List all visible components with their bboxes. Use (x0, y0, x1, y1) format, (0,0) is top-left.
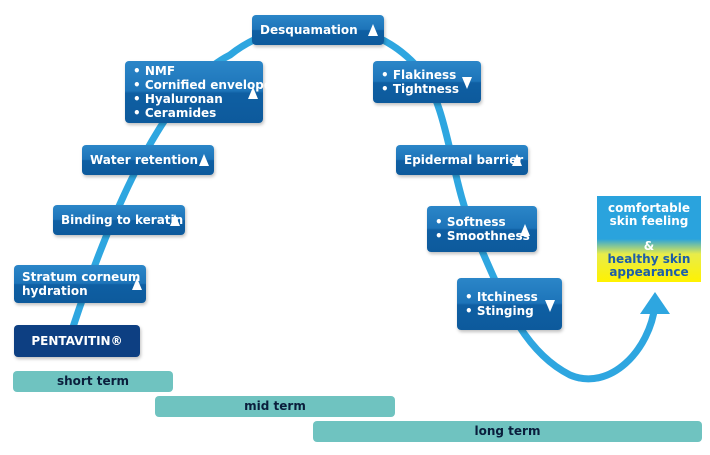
list-item: Stinging (465, 304, 538, 318)
result-line: appearance (609, 265, 689, 279)
list-item: Ceramides (133, 106, 272, 120)
up-arrow-icon (520, 224, 530, 236)
down-arrow-icon (545, 300, 555, 312)
step-desquamation: Desquamation (252, 15, 384, 45)
step-flakiness: Flakiness Tightness (373, 61, 481, 103)
timeline-short-term: short term (13, 371, 173, 392)
up-arrow-icon (368, 24, 378, 36)
result-bottom: & healthy skin appearance (597, 239, 701, 282)
step-itchiness: Itchiness Stinging (457, 278, 562, 330)
list-item: Cornified envelope (133, 78, 272, 92)
pentavitin-box: PENTAVITIN® (14, 325, 140, 357)
step-softness: Softness Smoothness (427, 206, 537, 252)
up-arrow-icon (248, 87, 258, 99)
down-arrow-icon (462, 77, 472, 89)
pentavitin-label: PENTAVITIN® (31, 334, 123, 348)
up-arrow-icon (132, 278, 142, 290)
result-top: comfortable skin feeling (597, 196, 701, 243)
result-line: skin feeling (609, 214, 689, 228)
list-item: Flakiness (381, 68, 459, 82)
timeline-long-term: long term (313, 421, 702, 442)
step-list: NMF Cornified envelope Hyaluronan Cerami… (133, 64, 272, 120)
step-nmf-list: NMF Cornified envelope Hyaluronan Cerami… (125, 61, 272, 123)
result-line: comfortable (608, 201, 690, 215)
step-epidermal-barrier: Epidermal barrier (396, 145, 528, 175)
up-arrow-icon (512, 154, 522, 166)
list-item: Tightness (381, 82, 459, 96)
up-arrow-icon (170, 214, 180, 226)
result-box: comfortable skin feeling & healthy skin … (597, 196, 701, 282)
step-list: Flakiness Tightness (381, 68, 459, 96)
list-item: Hyaluronan (133, 92, 272, 106)
list-item: Itchiness (465, 290, 538, 304)
step-stratum-hydration: Stratum corneum hydration (14, 265, 146, 303)
step-label: Stratum corneum hydration (22, 270, 141, 298)
list-item: Softness (435, 215, 530, 229)
step-water-retention: Water retention (82, 145, 214, 175)
step-label: Binding to keratin (61, 213, 184, 227)
up-arrow-icon (199, 154, 209, 166)
step-binding-keratin: Binding to keratin (53, 205, 185, 235)
step-label: Desquamation (260, 23, 358, 37)
step-list: Softness Smoothness (435, 215, 530, 243)
list-item: NMF (133, 64, 272, 78)
step-label: Water retention (90, 153, 198, 167)
result-ampersand: & (643, 239, 655, 253)
timeline-mid-term: mid term (155, 396, 395, 417)
step-label: Epidermal barrier (404, 153, 524, 167)
step-list: Itchiness Stinging (465, 290, 538, 318)
result-line: healthy skin (607, 252, 691, 266)
list-item: Smoothness (435, 229, 530, 243)
curve-arrowhead (640, 292, 670, 314)
